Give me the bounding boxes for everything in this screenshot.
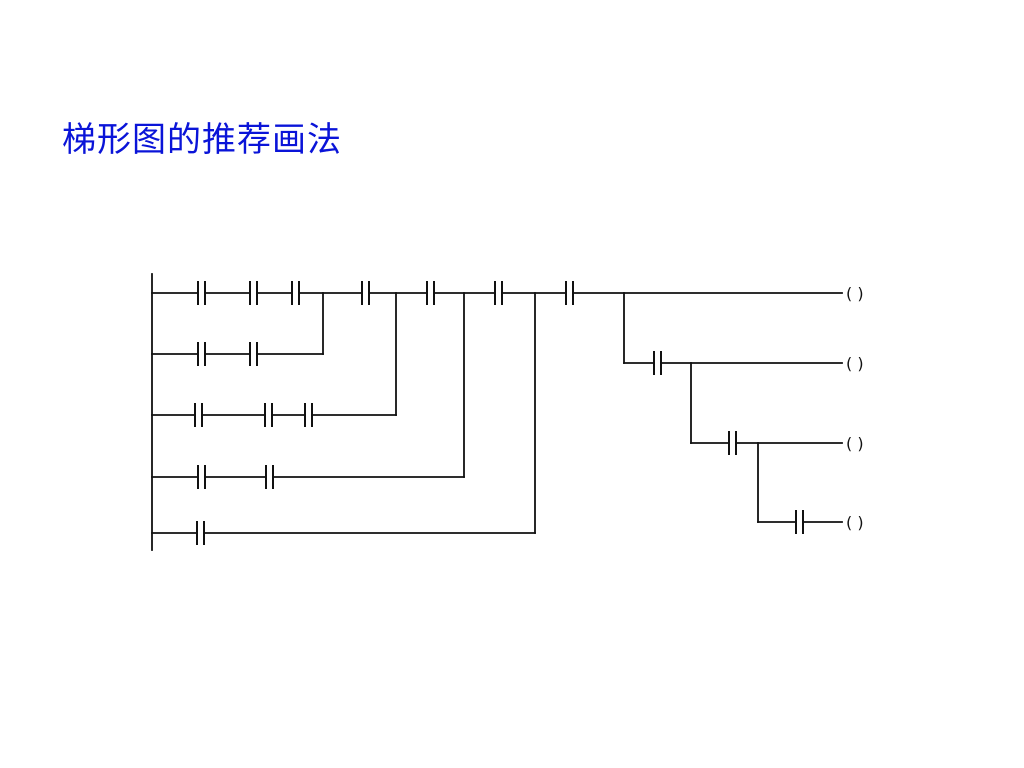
coil-icon: ( ) (846, 513, 864, 532)
contact-icon (426, 281, 435, 305)
rung-4-branch (151, 292, 465, 489)
contact-icon (197, 342, 206, 366)
contact-icon (249, 281, 258, 305)
coil-icon: ( ) (846, 354, 864, 373)
contact-icon (249, 342, 258, 366)
rung-3-branch (151, 292, 397, 427)
contact-icon (197, 281, 206, 305)
rung-2-branch (151, 292, 324, 366)
contact-icon (361, 281, 370, 305)
contact-icon (728, 431, 737, 455)
rung-1: ( ) (151, 281, 864, 305)
coil-icon: ( ) (846, 434, 864, 453)
contact-icon (291, 281, 300, 305)
contact-icon (265, 465, 274, 489)
contact-icon (194, 403, 203, 427)
contact-icon (494, 281, 503, 305)
contact-icon (196, 521, 205, 545)
contact-icon (653, 351, 662, 375)
contact-icon (795, 510, 804, 534)
contact-icon (197, 465, 206, 489)
contact-icon (304, 403, 313, 427)
slide-title: 梯形图的推荐画法 (62, 120, 342, 160)
coil-icon: ( ) (846, 284, 864, 303)
contact-icon (565, 281, 574, 305)
contact-icon (264, 403, 273, 427)
output-branch-2: ( ) (623, 292, 864, 375)
rung-5-branch (151, 292, 536, 545)
output-branch-3: ( ) (690, 362, 864, 455)
output-branch-4: ( ) (757, 442, 864, 534)
